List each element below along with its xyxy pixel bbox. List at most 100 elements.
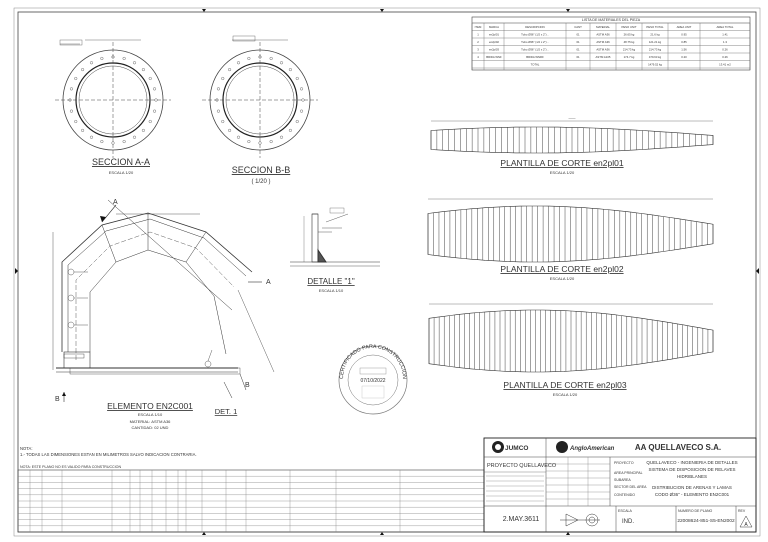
bolt-hole (269, 56, 273, 60)
materials-header-cell: MARCA (489, 25, 499, 29)
materials-cell: Tubo Ø36" (1/2 x 2") .. (521, 33, 549, 37)
bolt-hole (111, 141, 115, 145)
detail-1-callout: DET. 1 (215, 407, 238, 416)
materials-cell: ASTM A36 (596, 40, 610, 44)
materials-cell: 48.75 kg (624, 40, 635, 44)
materials-cell: en2pl02 (489, 40, 499, 44)
materials-cell: 214.73 kg (623, 48, 636, 52)
bolt-hole (221, 76, 225, 80)
materials-header-cell: CANT (574, 25, 582, 29)
elbow-cut-b-label-right: B (245, 382, 250, 389)
detail-1 (290, 207, 380, 267)
tb-label-project: PROYECTO (614, 461, 634, 465)
bolt-hole (81, 68, 85, 72)
tb-label-sector: SECTOR DEL AREA (614, 485, 647, 489)
template-2-scale: ESCALA 1/20 (550, 276, 575, 281)
tb-label-content: CONTENIDO (614, 493, 635, 497)
materials-cell: 1479.52 kg (648, 63, 662, 67)
bolt-hole (288, 68, 292, 72)
project-label: PROYECTO QUELLAVECO (487, 463, 557, 469)
revision-table-title: NOTA: ESTE PLANO NO ES VALIDO PARA CONST… (20, 465, 121, 469)
materials-cell: 01 (576, 55, 580, 59)
project-desc-2: SISTEMA DE DISPOSICION DE RELAVES (649, 467, 736, 472)
notes-heading: NOTA: (20, 446, 33, 451)
materials-cell: 21.6 kg (650, 33, 660, 37)
materials-cell: 4 (477, 55, 479, 59)
materials-cell: 0.26 (722, 55, 728, 59)
template-3-scale: ESCALA 1/20 (553, 392, 578, 397)
materials-cell: BRIDA WNRF (526, 55, 544, 59)
bolt-hole (301, 98, 305, 102)
elbow-cut-a-label-top: A (113, 199, 118, 206)
bolt-hole (100, 56, 104, 60)
materials-cell: Tubo Ø36" (1/2 x 2") .. (521, 40, 549, 44)
client-logo-text: AngloAmerican (569, 446, 615, 452)
bolt-hole (141, 128, 145, 132)
project-desc-3: HIDRIBLANES (677, 474, 707, 479)
stamp-date: 07/10/2022 (360, 378, 385, 384)
bolt-hole (148, 119, 152, 123)
bolt-hole (228, 128, 232, 132)
materials-cell: 01 (576, 48, 580, 52)
materials-cell: 2 (477, 40, 479, 44)
scale-label: ESCALA (618, 509, 632, 513)
template-1: —— (430, 116, 714, 154)
materials-header-cell: ITEM (475, 25, 482, 29)
bolt-hole (221, 119, 225, 123)
materials-header-cell: AREA TOTAL (717, 25, 734, 29)
client-name: AA QUELLAVECO S.A. (635, 443, 721, 452)
bolt-hole (132, 61, 136, 65)
bolt-hole (132, 135, 136, 139)
materials-cell: BRIDA WNF (486, 55, 502, 59)
revision-label: REV (738, 509, 746, 513)
revision-table: NOTA: ESTE PLANO NO ES VALIDO PARA CONST… (17, 465, 485, 533)
bolt-hole (100, 140, 104, 144)
drawing-number: 22008624-851-S5-EN2002 (677, 518, 735, 524)
bolt-hole (247, 56, 251, 60)
bolt-hole (300, 109, 304, 113)
bolt-hole (153, 109, 157, 113)
materials-cell: 01 (576, 33, 580, 37)
elbow-cut-b-label-left: B (55, 396, 60, 403)
materials-cell: 1 (477, 33, 479, 37)
materials-cell: 1.3 (723, 40, 727, 44)
bolt-hole (122, 56, 126, 60)
drawing-number-label: NUMERO DE PLANO (678, 509, 713, 513)
element-title: ELEMENTO EN2C001 (107, 401, 193, 411)
materials-cell: 121.21 kg (649, 40, 662, 44)
materials-cell: 1.56 (681, 48, 687, 52)
materials-cell: 01 (576, 40, 580, 44)
materials-cell: 3 (477, 48, 479, 52)
template-1-scale: ESCALA 1/20 (550, 170, 575, 175)
section-b-title: SECCION B-B (232, 165, 291, 175)
materials-table-title: LISTA DE MATERIALES DEL PIEZA (582, 18, 641, 22)
bolt-hole (295, 76, 299, 80)
materials-cell: Tubo Ø36" (1/2 x 2") .. (521, 48, 549, 52)
title-block (483, 437, 757, 533)
bolt-hole (280, 61, 284, 65)
notes-line-1: 1.- TODAS LAS DIMENSIONES ESTAN EN MILIM… (20, 452, 197, 457)
bolt-hole (288, 128, 292, 132)
bolt-hole (69, 109, 73, 113)
materials-header-cell: PESO TOTAL (646, 25, 664, 29)
bolt-hole (258, 141, 262, 145)
revision-triangle-icon (739, 515, 753, 528)
bolt-hole (69, 87, 73, 91)
tb-label-main-area: AREA PRINCIPAL (614, 471, 643, 475)
bolt-hole (89, 61, 93, 65)
materials-cell: 174.7 kg (624, 55, 635, 59)
section-a-scale: ESCALA 1/20 (109, 170, 134, 175)
project-desc-1: QUELLAVECO - INGENIERIA DE DETALLES (646, 460, 737, 465)
construction-stamp: CERTIFICADO PARA CONSTRUCCION 07/10/2022 (338, 344, 408, 415)
bolt-hole (215, 98, 219, 102)
bolt-hole (280, 135, 284, 139)
bolt-hole (148, 76, 152, 80)
element-material: MATERIAL: ASTM A36 (130, 419, 172, 424)
bolt-hole (216, 87, 220, 91)
materials-cell: en2pl01 (489, 33, 499, 37)
materials-cell: 479.63 kg (649, 55, 662, 59)
materials-cell: 214.73 kg (649, 48, 662, 52)
sheet-outer-border (13, 7, 761, 537)
